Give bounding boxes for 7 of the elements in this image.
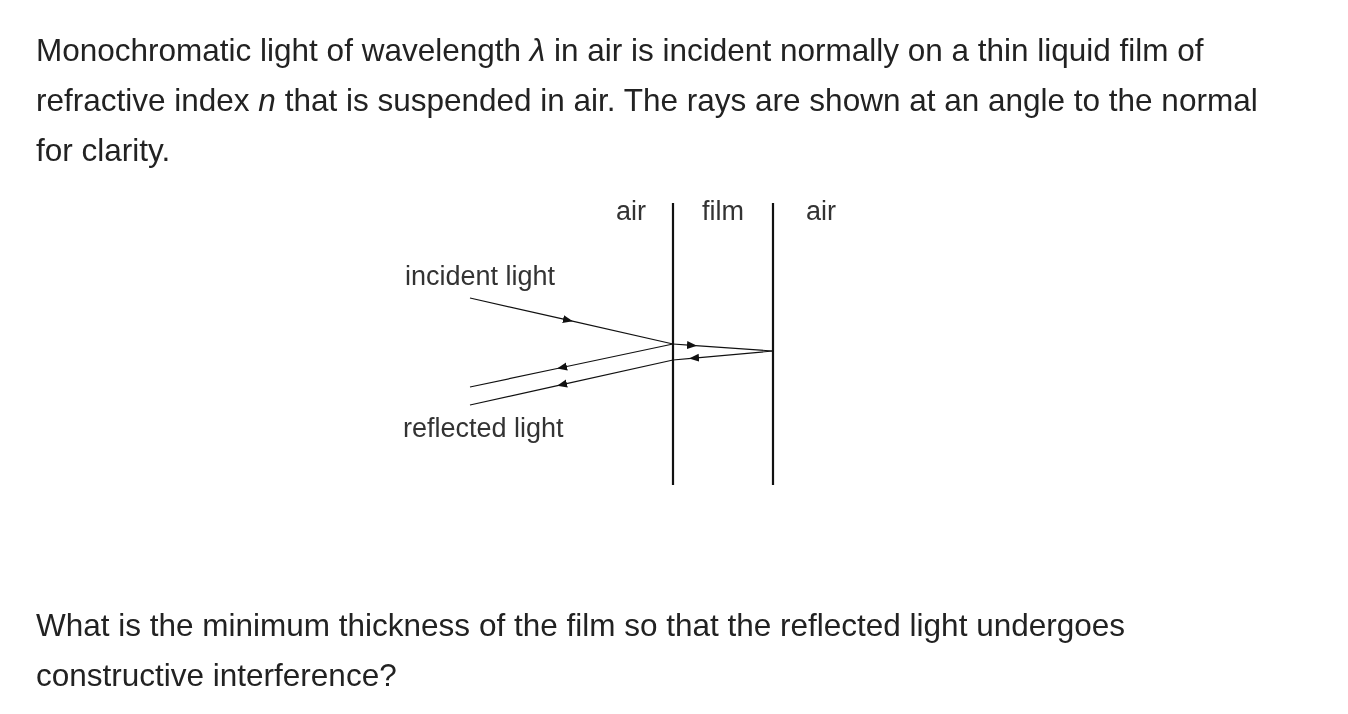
question-text: What is the minimum thickness of the film so that the reflected light undergoes constructive interference? bbox=[36, 606, 1126, 695]
medium-label: air bbox=[806, 196, 836, 226]
question-text: Monochromatic light of wavelength λ in air is incident normally on a thin liquid film of refractive index n that is suspended in air. The rays are shown at an angle to the normal for clarity. bbox=[36, 31, 1259, 170]
medium-label: film bbox=[702, 196, 744, 226]
ray-label: reflected light bbox=[403, 413, 564, 443]
ray-label: incident light bbox=[405, 261, 556, 291]
medium-label: air bbox=[616, 196, 646, 226]
